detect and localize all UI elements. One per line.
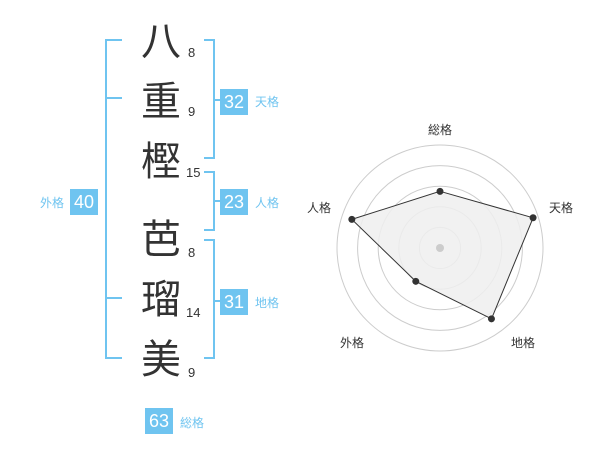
gaikaku-value-badge: 40 — [70, 189, 98, 215]
stroke-count-3: 15 — [186, 165, 201, 180]
radar-point-2 — [529, 214, 537, 222]
tenkaku-value-badge: 32 — [220, 89, 248, 115]
radar-axis-label-chikaku: 地格 — [511, 336, 536, 350]
radar-point-1 — [436, 187, 444, 195]
tenkaku-label: 天格 — [255, 95, 280, 109]
jinkaku-label: 人格 — [255, 196, 280, 210]
jinkaku-value-badge: 23 — [220, 189, 248, 215]
name-char-6: 美 — [141, 337, 181, 383]
chikaku-value-badge: 31 — [220, 289, 248, 315]
radar-series-polygon — [350, 190, 534, 320]
stroke-count-1: 8 — [188, 45, 196, 60]
stroke-count-4: 8 — [188, 245, 196, 260]
chikaku-label: 地格 — [255, 296, 280, 310]
gaikaku-bracket — [105, 39, 122, 359]
radar-point-5 — [348, 215, 356, 223]
name-char-2: 重 — [141, 79, 181, 125]
stroke-count-5: 14 — [186, 305, 201, 320]
name-char-4: 芭 — [141, 217, 181, 263]
name-char-5: 瑠 — [141, 277, 181, 323]
chikaku-bracket — [204, 239, 215, 359]
radar-axis-label-gaikaku: 外格 — [340, 336, 365, 350]
radar-axis-label-jinkaku: 人格 — [307, 201, 332, 215]
stroke-count-2: 9 — [188, 104, 196, 119]
soukaku-value-badge: 63 — [145, 408, 173, 434]
radar-point-4 — [412, 277, 420, 285]
radar-point-3 — [487, 315, 495, 323]
name-char-1: 八 — [141, 19, 181, 65]
name-char-3: 樫 — [141, 139, 181, 185]
soukaku-label: 総格 — [180, 416, 205, 430]
stroke-count-6: 9 — [188, 365, 196, 380]
radar-center-dot — [436, 244, 444, 252]
radar-axis-label-soukaku: 総格 — [428, 123, 453, 137]
gaikaku-label: 外格 — [40, 196, 65, 210]
radar-axis-label-tenkaku: 天格 — [549, 201, 574, 215]
